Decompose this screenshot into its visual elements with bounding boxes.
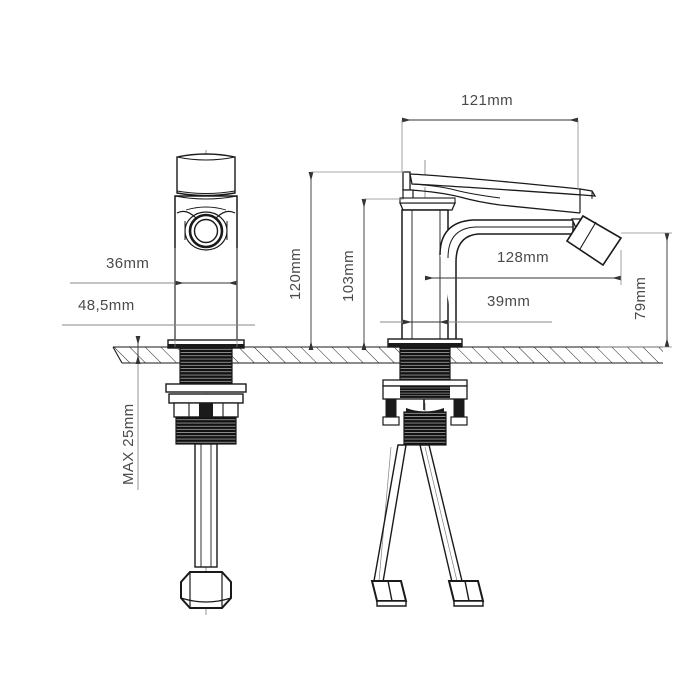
dim-128mm-label: 128mm bbox=[497, 249, 549, 266]
mounting-washer bbox=[165, 383, 247, 404]
cartridge-collar bbox=[399, 197, 456, 211]
dim-121mm-label: 121mm bbox=[461, 92, 513, 109]
base-flange bbox=[167, 339, 245, 349]
dim-max25mm-label: MAX 25mm bbox=[120, 403, 137, 485]
dim-121mm: 121mm bbox=[401, 92, 579, 190]
base-flange bbox=[387, 338, 463, 348]
dim-39mm-label: 39mm bbox=[487, 293, 530, 310]
spout bbox=[176, 206, 236, 251]
dim-79mm-label: 79mm bbox=[632, 277, 649, 320]
dim-103mm: 103mm bbox=[340, 198, 404, 350]
dim-36mm: 36mm bbox=[70, 248, 238, 347]
hex-fitting bbox=[180, 571, 232, 609]
dim-120mm: 120mm bbox=[287, 171, 404, 350]
dim-79mm: 79mm bbox=[600, 232, 672, 348]
dim-max25mm: MAX 25mm bbox=[120, 336, 141, 490]
threaded-shank bbox=[179, 347, 233, 385]
dim-120mm-label: 120mm bbox=[287, 248, 304, 300]
spray-head bbox=[565, 214, 623, 267]
supply-tube bbox=[194, 443, 218, 568]
dim-36mm-label: 36mm bbox=[106, 255, 149, 272]
body bbox=[401, 209, 449, 344]
dim-485mm: 48,5mm bbox=[62, 297, 255, 326]
front-view bbox=[165, 150, 247, 615]
dim-39mm: 39mm bbox=[380, 293, 552, 325]
dim-485mm-label: 48,5mm bbox=[78, 297, 135, 314]
mounting-bolts bbox=[382, 398, 468, 426]
dim-103mm-label: 103mm bbox=[340, 250, 357, 302]
dim-128mm: 128mm bbox=[425, 249, 622, 285]
mounting-washer bbox=[382, 379, 468, 400]
hose-connector bbox=[370, 580, 485, 607]
threaded-shank bbox=[399, 346, 451, 381]
mounting-nut bbox=[173, 402, 239, 445]
handle-cap bbox=[176, 153, 236, 197]
mounting-nut bbox=[403, 408, 447, 446]
